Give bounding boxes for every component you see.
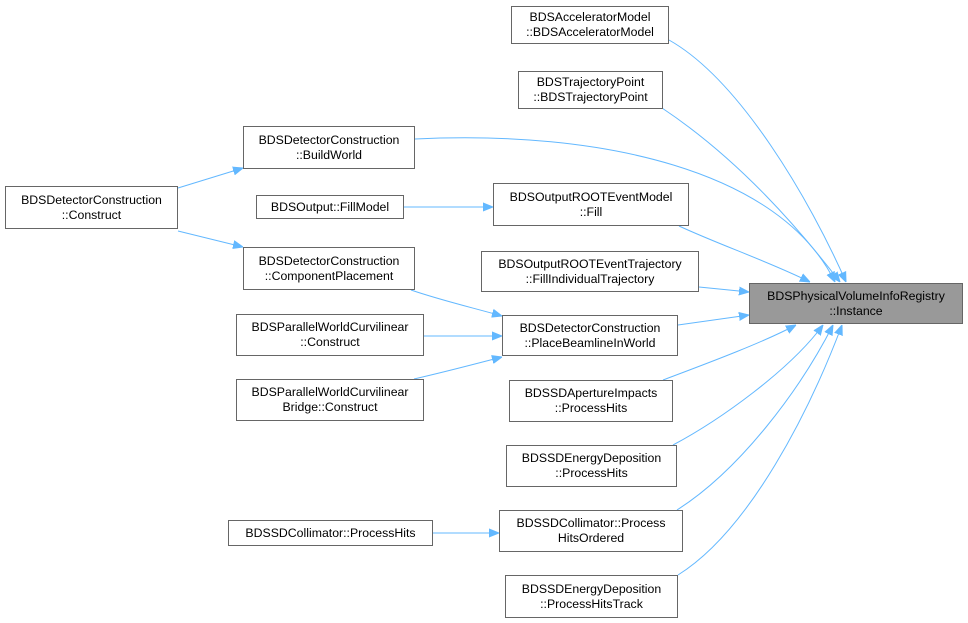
edge-collord-to-instance	[676, 325, 833, 511]
edge-energy-to-instance	[672, 325, 823, 446]
node-component-placement[interactable]: BDSDetectorConstruction ::ComponentPlace…	[243, 247, 415, 290]
edge-construct-to-component	[177, 230, 243, 247]
node-energy-deposition-process-hits-track[interactable]: BDSSDEnergyDeposition ::ProcessHitsTrack	[505, 575, 678, 618]
node-label-line-1: BDSPhysicalVolumeInfoRegistry	[767, 288, 945, 303]
node-label-line-1: BDSParallelWorldCurvilinear	[251, 320, 409, 334]
node-physical-volume-info-registry-instance[interactable]: BDSPhysicalVolumeInfoRegistry ::Instance	[749, 283, 963, 324]
node-label-line-2: ::Construct	[300, 335, 360, 349]
edge-accelerator-to-instance	[668, 39, 846, 282]
node-fill-individual-trajectory[interactable]: BDSOutputROOTEventTrajectory ::FillIndiv…	[481, 251, 699, 292]
node-label-line-1: BDSSDEnergyDeposition	[521, 451, 662, 465]
node-label-line-2: ::ProcessHitsTrack	[540, 596, 643, 611]
node-label-line-1: BDSSDEnergyDeposition	[521, 581, 662, 596]
node-label-line-1: BDSOutputROOTEventModel	[509, 189, 673, 204]
node-label-line-1: BDSOutput::FillModel	[270, 199, 390, 214]
node-label-line-2: ::BDSAcceleratorModel	[526, 25, 654, 39]
edge-fillind-to-instance	[698, 287, 749, 292]
edge-component-to-place	[410, 289, 502, 316]
node-root-event-model-fill[interactable]: BDSOutputROOTEventModel ::Fill	[493, 183, 689, 226]
node-label-line-2: HitsOrdered	[557, 531, 625, 545]
edge-trajectory-to-instance	[661, 107, 840, 282]
node-output-fill-model[interactable]: BDSOutput::FillModel	[256, 195, 404, 219]
node-label-line-2: Bridge::Construct	[282, 400, 378, 414]
node-label-line-1: BDSSDCollimator::Process	[516, 516, 666, 530]
node-detector-construct[interactable]: BDSDetectorConstruction ::Construct	[5, 186, 178, 229]
node-label-line-1: BDSDetectorConstruction	[258, 253, 400, 268]
node-label-line-2: ::Fill	[579, 204, 603, 219]
edge-construct-to-buildworld	[177, 168, 243, 189]
node-aperture-impacts-process-hits[interactable]: BDSSDApertureImpacts ::ProcessHits	[509, 380, 673, 422]
node-label-line-1: BDSAcceleratorModel	[529, 10, 651, 24]
node-label-line-2: ::BuildWorld	[295, 147, 363, 162]
edge-aperture-to-instance	[662, 325, 796, 381]
node-label-line-2: ::Instance	[829, 303, 883, 318]
node-build-world[interactable]: BDSDetectorConstruction ::BuildWorld	[243, 126, 415, 169]
node-label-line-1: BDSDetectorConstruction	[258, 132, 400, 147]
node-label-line-2: ::BDSTrajectoryPoint	[533, 90, 648, 104]
node-accelerator-model[interactable]: BDSAcceleratorModel ::BDSAcceleratorMode…	[511, 6, 669, 44]
node-label-line-1: BDSSDCollimator::ProcessHits	[245, 525, 416, 540]
node-label-line-1: BDSOutputROOTEventTrajectory	[498, 256, 682, 271]
node-parallel-world-bridge-construct[interactable]: BDSParallelWorldCurvilinear Bridge::Cons…	[236, 379, 424, 421]
node-collimator-process-hits-ordered[interactable]: BDSSDCollimator::Process HitsOrdered	[499, 510, 683, 552]
edge-pwbridge-to-place	[413, 357, 502, 380]
node-label-line-1: BDSDetectorConstruction	[519, 320, 661, 335]
node-label-line-2: ::ProcessHits	[554, 401, 628, 415]
edge-place-to-instance	[677, 315, 749, 326]
edge-energytrack-to-instance	[677, 325, 842, 576]
node-energy-deposition-process-hits[interactable]: BDSSDEnergyDeposition ::ProcessHits	[506, 445, 677, 487]
node-label-line-2: ::PlaceBeamlineInWorld	[524, 335, 656, 350]
edge-buildworld-to-instance	[414, 137, 835, 282]
node-label-line-1: BDSTrajectoryPoint	[536, 75, 645, 89]
node-trajectory-point[interactable]: BDSTrajectoryPoint ::BDSTrajectoryPoint	[518, 71, 663, 109]
edge-eventfill-to-instance	[678, 225, 810, 282]
node-parallel-world-construct[interactable]: BDSParallelWorldCurvilinear ::Construct	[236, 314, 424, 356]
node-label-line-2: ::ProcessHits	[555, 466, 628, 480]
node-label-line-1: BDSParallelWorldCurvilinear	[251, 385, 409, 399]
node-label-line-1: BDSDetectorConstruction	[21, 192, 162, 207]
node-label-line-2: ::ComponentPlacement	[264, 268, 394, 283]
node-collimator-process-hits[interactable]: BDSSDCollimator::ProcessHits	[228, 520, 433, 546]
node-label-line-2: ::Construct	[61, 207, 122, 222]
node-place-beamline-in-world[interactable]: BDSDetectorConstruction ::PlaceBeamlineI…	[502, 315, 678, 356]
node-label-line-2: ::FillIndividualTrajectory	[525, 271, 655, 286]
node-label-line-1: BDSSDApertureImpacts	[524, 386, 658, 400]
